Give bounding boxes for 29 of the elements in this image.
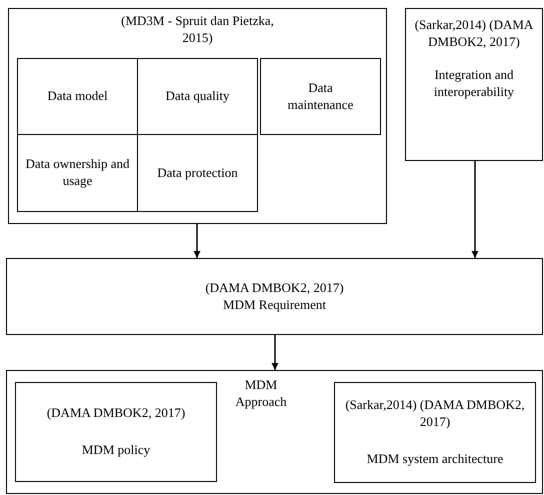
process-box	[334, 382, 536, 483]
node-label: Integration and interoperability	[432, 66, 516, 101]
node-label: MDM policy	[80, 442, 152, 459]
citation-text: (DAMA DMBOK2, 2017)	[46, 405, 186, 422]
process-box	[6, 258, 543, 335]
node-label: Data protection	[156, 164, 239, 182]
process-box	[137, 58, 258, 135]
arrow	[272, 335, 278, 370]
group-title: MDM Approach	[234, 377, 288, 411]
group-box	[6, 370, 543, 494]
node-label: MDM system architecture	[366, 450, 504, 468]
process-box	[137, 134, 258, 212]
process-box	[260, 58, 381, 135]
process-box	[15, 382, 217, 482]
node-label: Data ownership and usage	[24, 156, 130, 190]
process-box	[17, 134, 138, 212]
node-label: (MD3M - Spruit dan Pietzka, 2015)	[120, 13, 275, 47]
group-box	[8, 8, 387, 224]
citation-text: (DAMA DMBOK2, 2017)	[204, 280, 345, 296]
node-label: Data quality	[164, 88, 230, 105]
process-box	[405, 8, 543, 161]
process-box	[17, 58, 138, 135]
arrow	[472, 161, 478, 258]
node-label: Data maintenance	[286, 80, 354, 114]
citation-text: (Sarkar,2014) (DAMA DMBOK2, 2017)	[344, 397, 526, 431]
node-label: Data model	[46, 88, 109, 105]
node-label: MDM Requirement	[222, 296, 327, 314]
citation-text: (Sarkar,2014) (DAMA DMBOK2, 2017)	[414, 17, 534, 51]
arrow	[194, 224, 200, 258]
